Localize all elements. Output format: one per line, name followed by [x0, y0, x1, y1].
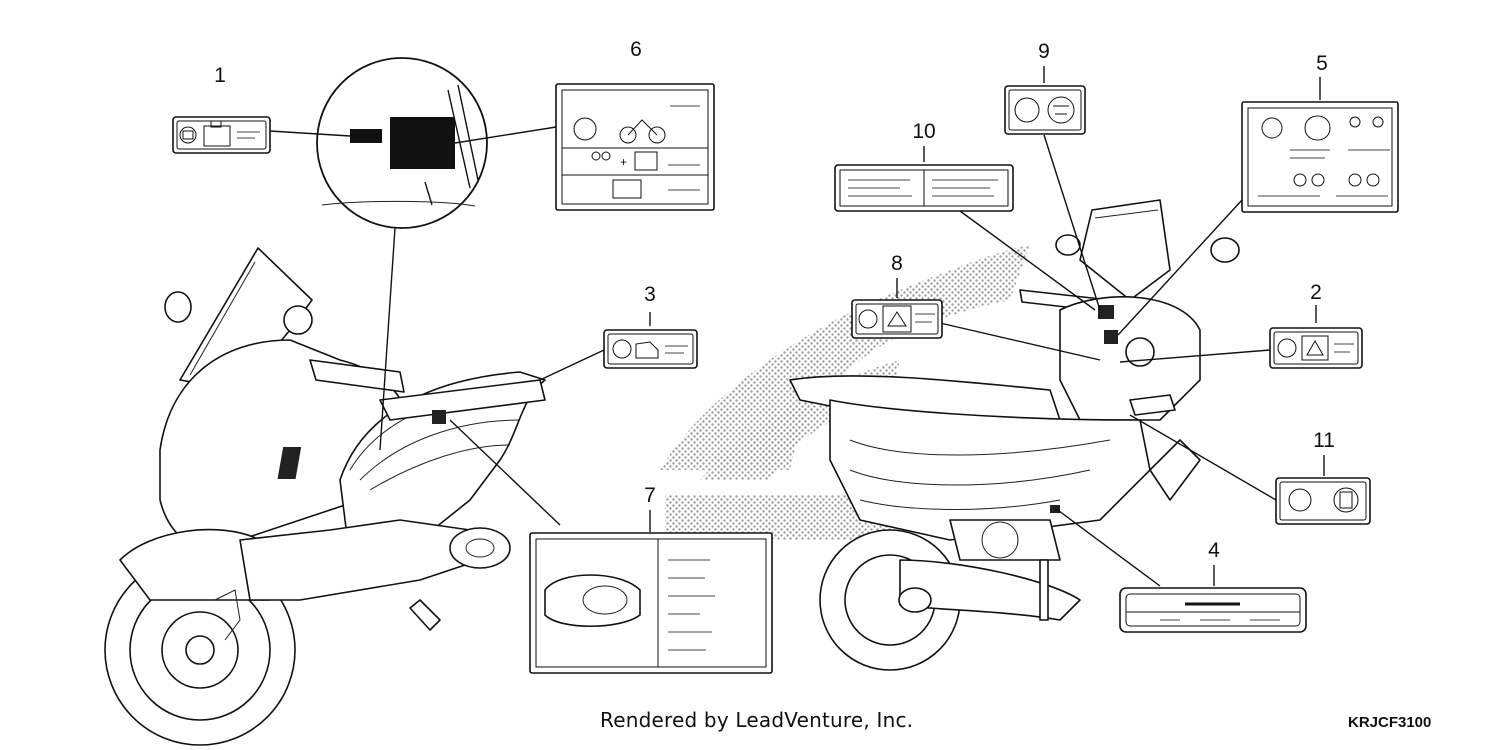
render-credit: Rendered by LeadVenture, Inc. — [600, 708, 914, 732]
manual-book-icon — [1277, 338, 1297, 358]
label-5 — [1241, 101, 1399, 213]
callout-1: 1 — [214, 64, 226, 87]
warning-triangle-icon — [1306, 339, 1324, 356]
callout-3: 3 — [644, 283, 656, 306]
callout-5: 5 — [1316, 52, 1328, 75]
manual-book-icon — [573, 117, 597, 141]
manual-book-icon — [1288, 488, 1312, 512]
callout-4: 4 — [1208, 539, 1220, 562]
label-7 — [529, 532, 773, 674]
leader-lines — [269, 66, 1325, 587]
label-3 — [603, 329, 698, 369]
callout-10: 10 — [912, 120, 935, 143]
manual-book-icon — [1014, 97, 1040, 123]
scooter-left — [104, 247, 546, 746]
label-9 — [1004, 85, 1086, 135]
callout-6: 6 — [630, 38, 642, 61]
diagram-code: KRJCF3100 — [1348, 714, 1432, 731]
callout-8: 8 — [891, 252, 903, 275]
manual-book-icon — [858, 309, 878, 329]
callout-2: 2 — [1310, 281, 1322, 304]
label-11 — [1275, 477, 1371, 525]
manual-book-icon — [612, 339, 632, 359]
label-1 — [172, 116, 271, 154]
label-2 — [1269, 327, 1363, 369]
callout-7: 7 — [644, 484, 656, 507]
svg-text:+: + — [620, 155, 627, 169]
label-4 — [1119, 587, 1307, 633]
scooter-right — [789, 199, 1240, 671]
label-10 — [834, 164, 1014, 212]
callout-numbers: 1 2 3 4 5 6 7 8 9 10 11 — [214, 38, 1335, 562]
callout-9: 9 — [1038, 40, 1050, 63]
manual-book-icon — [1261, 117, 1283, 139]
manual-book-icon — [179, 126, 197, 144]
label-6: + — [555, 83, 715, 211]
label-8 — [851, 299, 943, 339]
zoom-detail-circle — [316, 57, 488, 229]
callout-11: 11 — [1313, 429, 1335, 452]
